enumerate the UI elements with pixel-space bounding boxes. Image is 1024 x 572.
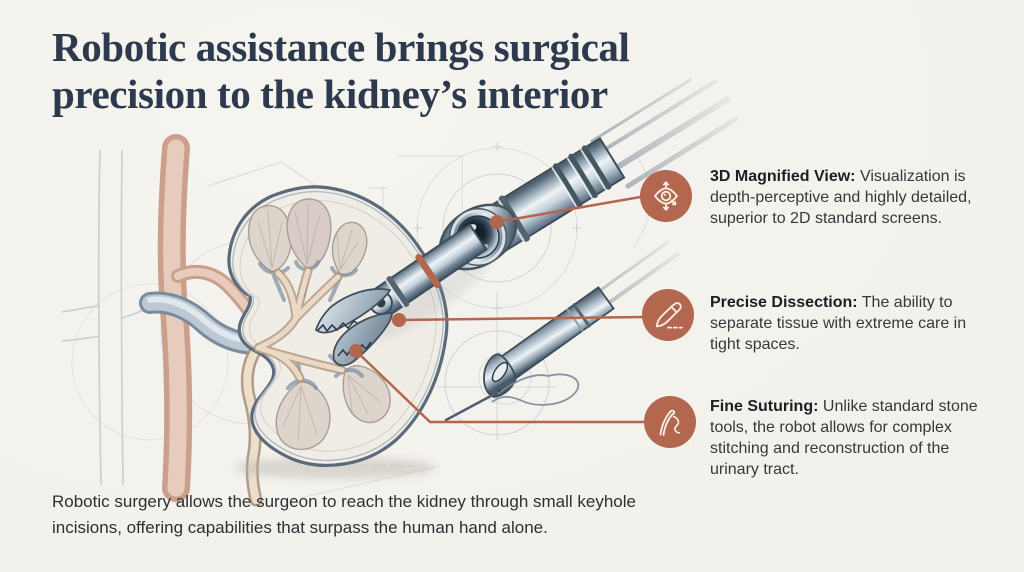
callout-badge-3d-view	[640, 170, 692, 222]
connector-dot-3	[349, 344, 363, 358]
eye-3d-icon	[654, 181, 678, 211]
connector-line-3	[355, 350, 650, 424]
callout-text-dissection: Precise Dissection: The ability to separ…	[710, 292, 990, 355]
connector-line-1	[496, 194, 647, 224]
forceps-jaws	[315, 288, 393, 367]
callout-body: Visualization is depth-perceptive and hi…	[710, 168, 972, 227]
callout-body: Unlike standard stone tools, the robot a…	[710, 398, 978, 478]
connector-line-2	[398, 315, 649, 322]
faint-vessels-drawing	[61, 149, 153, 486]
needle-thread-icon	[659, 409, 681, 436]
callout-body: The ability to separate tissue with extr…	[710, 294, 967, 353]
kidney-shadow	[235, 457, 435, 479]
callout-text-suturing: Fine Suturing: Unlike standard stone too…	[710, 396, 994, 480]
kidney-drawing	[227, 185, 449, 479]
blood-vessels-drawing	[139, 134, 265, 502]
callout-label: Precise Dissection:	[710, 294, 858, 311]
page-caption: Robotic surgery allows the surgeon to re…	[52, 492, 636, 537]
callout-badge-suturing	[644, 396, 696, 448]
page-title: Robotic assistance brings surgical preci…	[52, 24, 630, 118]
connector-dot-1	[490, 215, 504, 229]
callout-connectors	[349, 194, 650, 424]
callout-badge-dissection	[642, 289, 694, 341]
scalpel-icon	[655, 302, 683, 329]
callout-label: 3D Magnified View:	[710, 168, 856, 185]
instrument-band	[415, 253, 441, 289]
needle-instrument-drawing	[444, 240, 680, 422]
callout-text-3d-view: 3D Magnified View: Visualization is dept…	[710, 166, 978, 229]
connector-dot-2	[392, 313, 406, 327]
suture-thread	[491, 373, 580, 406]
suture-needle	[444, 388, 504, 422]
callout-label: Fine Suturing:	[710, 398, 819, 415]
